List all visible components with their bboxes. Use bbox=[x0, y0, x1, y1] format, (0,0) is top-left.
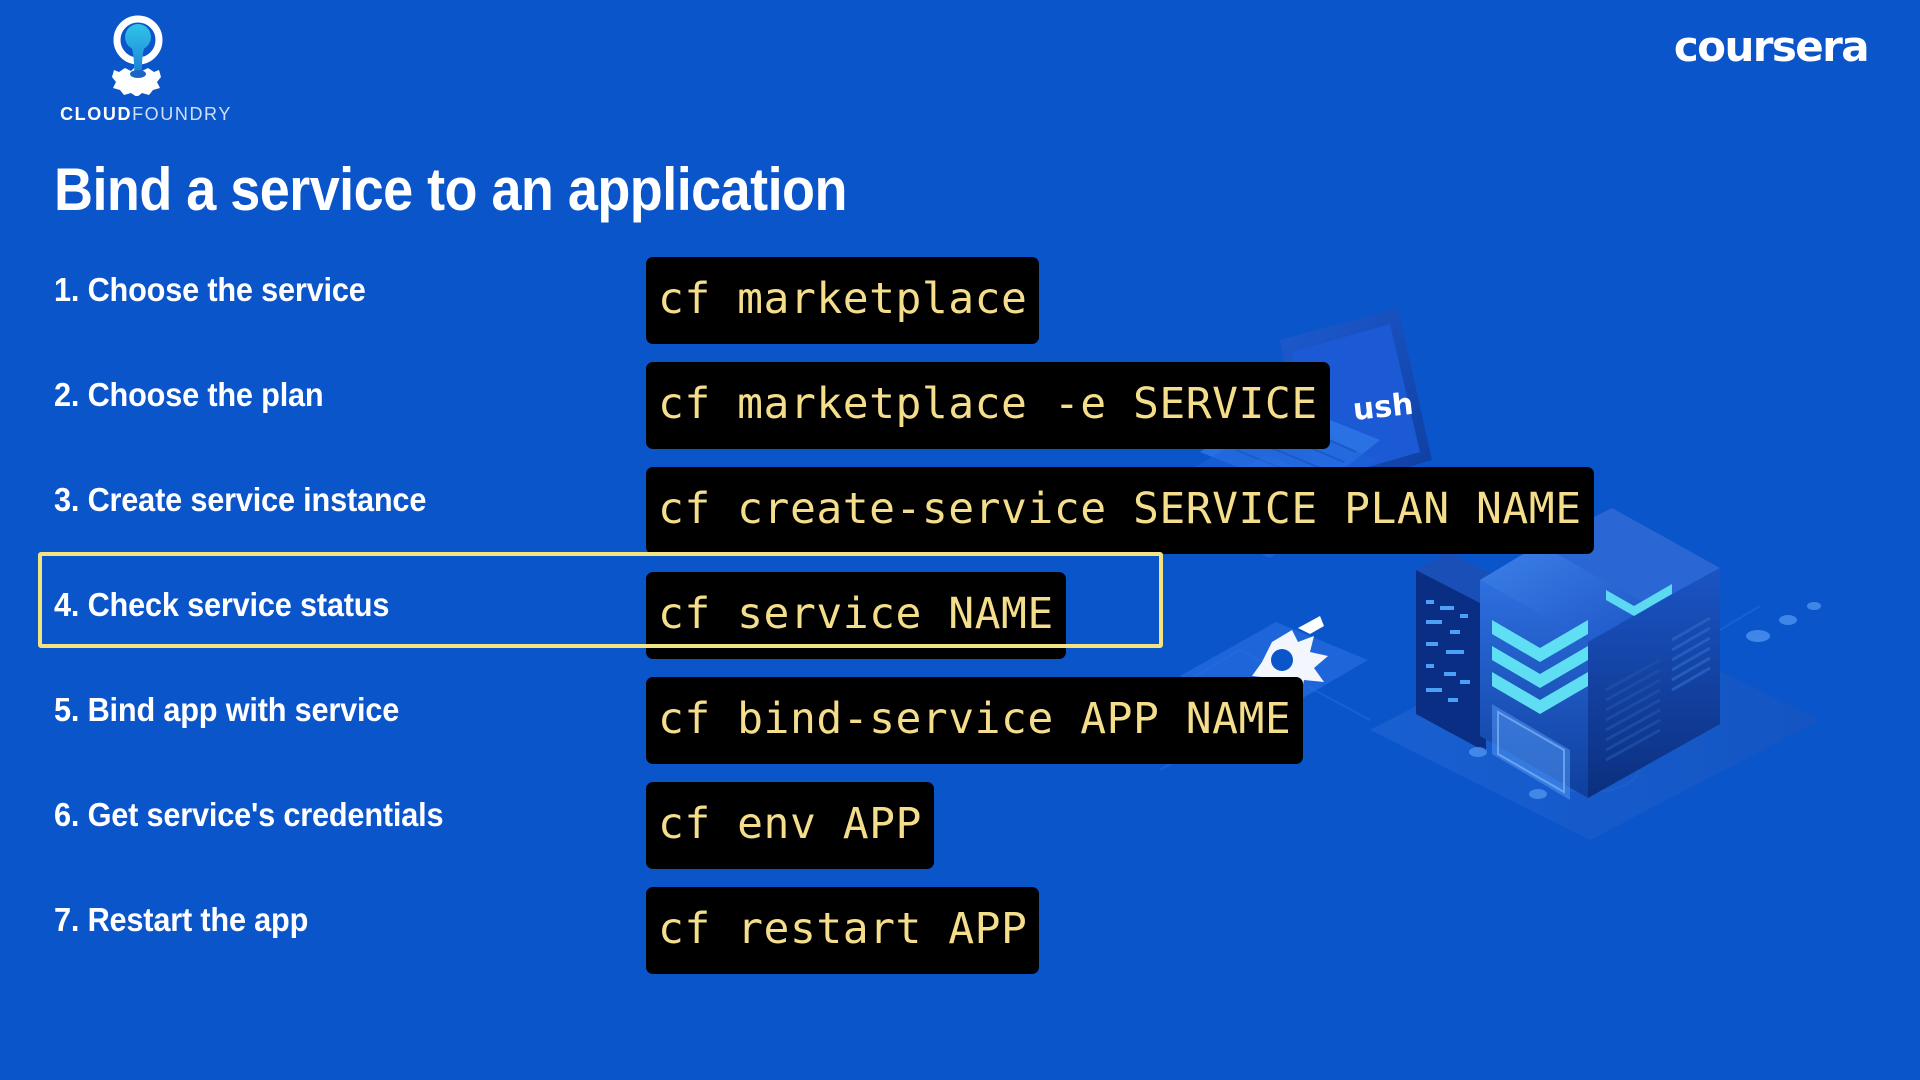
steps-list: 1. Choose the service cf marketplace 2. … bbox=[0, 253, 1920, 988]
command-box-5: cf bind-service APP NAME bbox=[646, 677, 1304, 764]
command-box-2: cf marketplace -e SERVICE bbox=[646, 362, 1330, 449]
slide-title: Bind a service to an application bbox=[54, 156, 847, 223]
wordmark-foundry: FOUNDRY bbox=[132, 104, 232, 124]
step-row-4: 4. Check service status cf service NAME bbox=[0, 568, 1920, 673]
step-label-1: 1. Choose the service bbox=[54, 271, 366, 308]
step-label-4: 4. Check service status bbox=[54, 586, 390, 623]
cloud-foundry-lightbulb-gear-icon bbox=[112, 15, 163, 96]
step-row-7: 7. Restart the app cf restart APP bbox=[0, 883, 1920, 988]
step-label-3: 3. Create service instance bbox=[54, 481, 427, 518]
step-label-7: 7. Restart the app bbox=[54, 901, 309, 938]
command-box-4: cf service NAME bbox=[646, 572, 1066, 659]
step-label-2: 2. Choose the plan bbox=[54, 376, 324, 413]
step-row-2: 2. Choose the plan cf marketplace -e SER… bbox=[0, 358, 1920, 463]
command-box-3: cf create-service SERVICE PLAN NAME bbox=[646, 467, 1594, 554]
step-label-5: 5. Bind app with service bbox=[54, 691, 400, 728]
step-row-3: 3. Create service instance cf create-ser… bbox=[0, 463, 1920, 568]
command-box-7: cf restart APP bbox=[646, 887, 1040, 974]
command-box-6: cf env APP bbox=[646, 782, 934, 869]
step-row-1: 1. Choose the service cf marketplace bbox=[0, 253, 1920, 358]
cloud-foundry-wordmark: CLOUDFOUNDRY bbox=[36, 104, 256, 125]
step-row-5: 5. Bind app with service cf bind-service… bbox=[0, 673, 1920, 778]
coursera-logo: coursera bbox=[1673, 22, 1870, 71]
cloud-foundry-logo: CLOUDFOUNDRY bbox=[60, 12, 256, 124]
wordmark-cloud: CLOUD bbox=[60, 104, 133, 124]
command-box-1: cf marketplace bbox=[646, 257, 1040, 344]
step-label-6: 6. Get service's credentials bbox=[54, 796, 444, 833]
step-row-6: 6. Get service's credentials cf env APP bbox=[0, 778, 1920, 883]
